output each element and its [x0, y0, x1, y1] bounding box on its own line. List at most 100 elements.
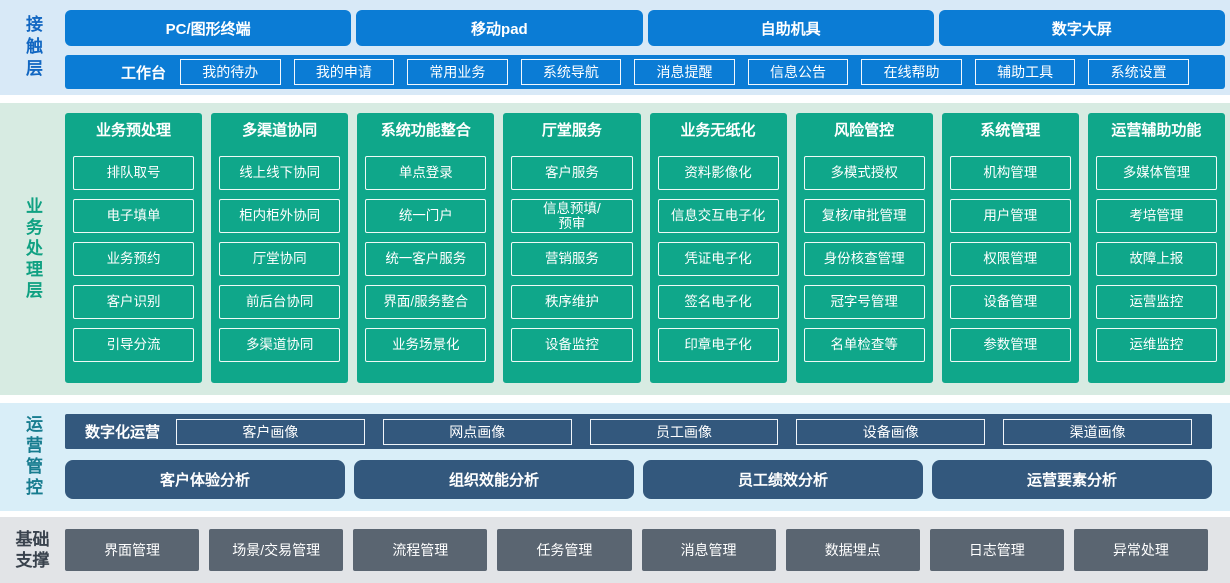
analysis-row: 客户体验分析 组织效能分析 员工绩效分析 运营要素分析 — [65, 460, 1212, 499]
business-item[interactable]: 设备监控 — [511, 328, 633, 362]
business-layer-section: 业务处理层 业务预处理 排队取号 电子填单 业务预约 客户识别 引导分流 多渠道… — [0, 103, 1230, 395]
analysis-org-efficiency[interactable]: 组织效能分析 — [354, 460, 634, 499]
business-item[interactable]: 线上线下协同 — [219, 156, 341, 190]
business-item[interactable]: 统一门户 — [365, 199, 487, 233]
business-item[interactable]: 界面/服务整合 — [365, 285, 487, 319]
workbench-item-settings[interactable]: 系统设置 — [1088, 59, 1189, 85]
business-column-risk-control: 风险管控 多模式授权 复核/审批管理 身份核查管理 冠字号管理 名单检查等 — [795, 113, 933, 383]
foundation-item-data-tracking[interactable]: 数据埋点 — [785, 529, 920, 571]
workbench-item-navigation[interactable]: 系统导航 — [520, 59, 622, 85]
foundation-items: 界面管理 场景/交易管理 流程管理 任务管理 消息管理 数据埋点 日志管理 异常… — [65, 517, 1230, 583]
business-item[interactable]: 复核/审批管理 — [803, 199, 925, 233]
business-item[interactable]: 信息交互电子化 — [657, 199, 779, 233]
workbench-items: 我的待办 我的申请 常用业务 系统导航 消息提醒 信息公告 在线帮助 辅助工具 … — [180, 59, 1189, 85]
portrait-item-branch[interactable]: 网点画像 — [382, 418, 572, 445]
business-item[interactable]: 业务场景化 — [365, 328, 487, 362]
digital-operation-label: 数字化运营 — [85, 424, 161, 441]
business-layer-label: 业务处理层 — [23, 196, 42, 302]
business-item[interactable]: 客户服务 — [511, 156, 633, 190]
column-title: 厅堂服务 — [541, 122, 602, 139]
portrait-item-customer[interactable]: 客户画像 — [176, 418, 365, 445]
business-item[interactable]: 运维监控 — [1095, 328, 1217, 362]
business-item[interactable]: 印章电子化 — [657, 328, 779, 362]
analysis-customer-experience[interactable]: 客户体验分析 — [65, 460, 345, 499]
business-item[interactable]: 名单检查等 — [803, 328, 925, 362]
business-item[interactable]: 参数管理 — [949, 328, 1071, 362]
foundation-item-ui-mgmt[interactable]: 界面管理 — [65, 529, 200, 571]
business-item[interactable]: 前后台协同 — [219, 285, 341, 319]
column-title: 运营辅助功能 — [1111, 122, 1202, 139]
business-column-paperless: 业务无纸化 资料影像化 信息交互电子化 凭证电子化 签名电子化 印章电子化 — [649, 113, 787, 383]
terminal-button-selfservice[interactable]: 自助机具 — [647, 10, 934, 46]
terminal-button-bigscreen[interactable]: 数字大屏 — [938, 10, 1225, 46]
workbench-item-online-help[interactable]: 在线帮助 — [861, 59, 962, 85]
portrait-item-device[interactable]: 设备画像 — [796, 418, 986, 445]
business-item[interactable]: 统一客户服务 — [365, 242, 487, 276]
foundation-layer-label: 基础支撑 — [15, 529, 50, 570]
business-item[interactable]: 厅堂协同 — [219, 242, 341, 276]
business-item[interactable]: 秩序维护 — [511, 285, 633, 319]
workbench-item-aux-tools[interactable]: 辅助工具 — [974, 59, 1076, 85]
contact-layer-section: 接触层 PC/图形终端 移动pad 自助机具 数字大屏 工作台 我的待办 我的申… — [0, 0, 1230, 95]
business-item[interactable]: 冠字号管理 — [803, 285, 925, 319]
business-item[interactable]: 信息预填/ 预审 — [511, 199, 633, 233]
foundation-item-message-mgmt[interactable]: 消息管理 — [641, 529, 776, 571]
business-item[interactable]: 多模式授权 — [803, 156, 925, 190]
business-item[interactable]: 身份核查管理 — [803, 242, 925, 276]
foundation-item-log-mgmt[interactable]: 日志管理 — [929, 529, 1064, 571]
workbench-bar: 工作台 我的待办 我的申请 常用业务 系统导航 消息提醒 信息公告 在线帮助 辅… — [65, 55, 1225, 89]
foundation-item-exception-handling[interactable]: 异常处理 — [1073, 529, 1208, 571]
business-item[interactable]: 运营监控 — [1095, 285, 1217, 319]
section-divider — [0, 395, 1230, 403]
terminal-button-pc[interactable]: PC/图形终端 — [65, 10, 352, 46]
foundation-item-task-mgmt[interactable]: 任务管理 — [497, 529, 632, 571]
business-item[interactable]: 单点登录 — [365, 156, 487, 190]
operation-layer-label: 运营管控 — [23, 415, 42, 499]
business-item[interactable]: 客户识别 — [73, 285, 195, 319]
foundation-item-process-mgmt[interactable]: 流程管理 — [353, 529, 488, 571]
column-title: 风险管控 — [834, 122, 895, 139]
analysis-operation-elements[interactable]: 运营要素分析 — [932, 460, 1212, 499]
business-item[interactable]: 营销服务 — [511, 242, 633, 276]
column-title: 多渠道协同 — [242, 122, 318, 139]
workbench-item-todo[interactable]: 我的待办 — [180, 59, 281, 85]
business-column-system-mgmt: 系统管理 机构管理 用户管理 权限管理 设备管理 参数管理 — [941, 113, 1079, 383]
business-column-integration: 系统功能整合 单点登录 统一门户 统一客户服务 界面/服务整合 业务场景化 — [357, 113, 495, 383]
business-columns: 业务预处理 排队取号 电子填单 业务预约 客户识别 引导分流 多渠道协同 线上线… — [65, 103, 1230, 395]
business-item[interactable]: 资料影像化 — [657, 156, 779, 190]
business-item[interactable]: 电子填单 — [73, 199, 195, 233]
business-item[interactable]: 柜内柜外协同 — [219, 199, 341, 233]
foundation-item-scene-transaction[interactable]: 场景/交易管理 — [209, 529, 344, 571]
business-item[interactable]: 签名电子化 — [657, 285, 779, 319]
business-item[interactable]: 故障上报 — [1095, 242, 1217, 276]
business-item[interactable]: 引导分流 — [73, 328, 195, 362]
business-item[interactable]: 权限管理 — [949, 242, 1071, 276]
business-item[interactable]: 多渠道协同 — [219, 328, 341, 362]
workbench-item-applications[interactable]: 我的申请 — [293, 59, 395, 85]
business-item[interactable]: 设备管理 — [949, 285, 1071, 319]
business-item[interactable]: 业务预约 — [73, 242, 195, 276]
workbench-item-announcements[interactable]: 信息公告 — [747, 59, 849, 85]
column-title: 系统功能整合 — [380, 122, 471, 139]
business-item[interactable]: 排队取号 — [73, 156, 195, 190]
business-item[interactable]: 凭证电子化 — [657, 242, 779, 276]
portrait-items: 客户画像 网点画像 员工画像 设备画像 渠道画像 — [176, 418, 1192, 445]
business-item[interactable]: 用户管理 — [949, 199, 1071, 233]
portrait-item-employee[interactable]: 员工画像 — [589, 418, 779, 445]
portrait-item-channel[interactable]: 渠道画像 — [1003, 418, 1192, 445]
business-item[interactable]: 机构管理 — [949, 156, 1071, 190]
workbench-item-common-business[interactable]: 常用业务 — [407, 59, 508, 85]
business-item[interactable]: 多媒体管理 — [1095, 156, 1217, 190]
business-item[interactable]: 考培管理 — [1095, 199, 1217, 233]
operation-layer-section: 运营管控 数字化运营 客户画像 网点画像 员工画像 设备画像 渠道画像 客户体验… — [0, 403, 1230, 511]
foundation-layer-section: 基础支撑 界面管理 场景/交易管理 流程管理 任务管理 消息管理 数据埋点 日志… — [0, 517, 1230, 583]
column-title: 业务预处理 — [96, 122, 172, 139]
section-divider — [0, 511, 1230, 517]
terminal-button-pad[interactable]: 移动pad — [356, 10, 643, 46]
section-divider — [0, 95, 1230, 103]
business-column-multichannel: 多渠道协同 线上线下协同 柜内柜外协同 厅堂协同 前后台协同 多渠道协同 — [211, 113, 349, 383]
workbench-item-notifications[interactable]: 消息提醒 — [634, 59, 735, 85]
analysis-employee-performance[interactable]: 员工绩效分析 — [643, 460, 923, 499]
column-title: 系统管理 — [980, 122, 1041, 139]
